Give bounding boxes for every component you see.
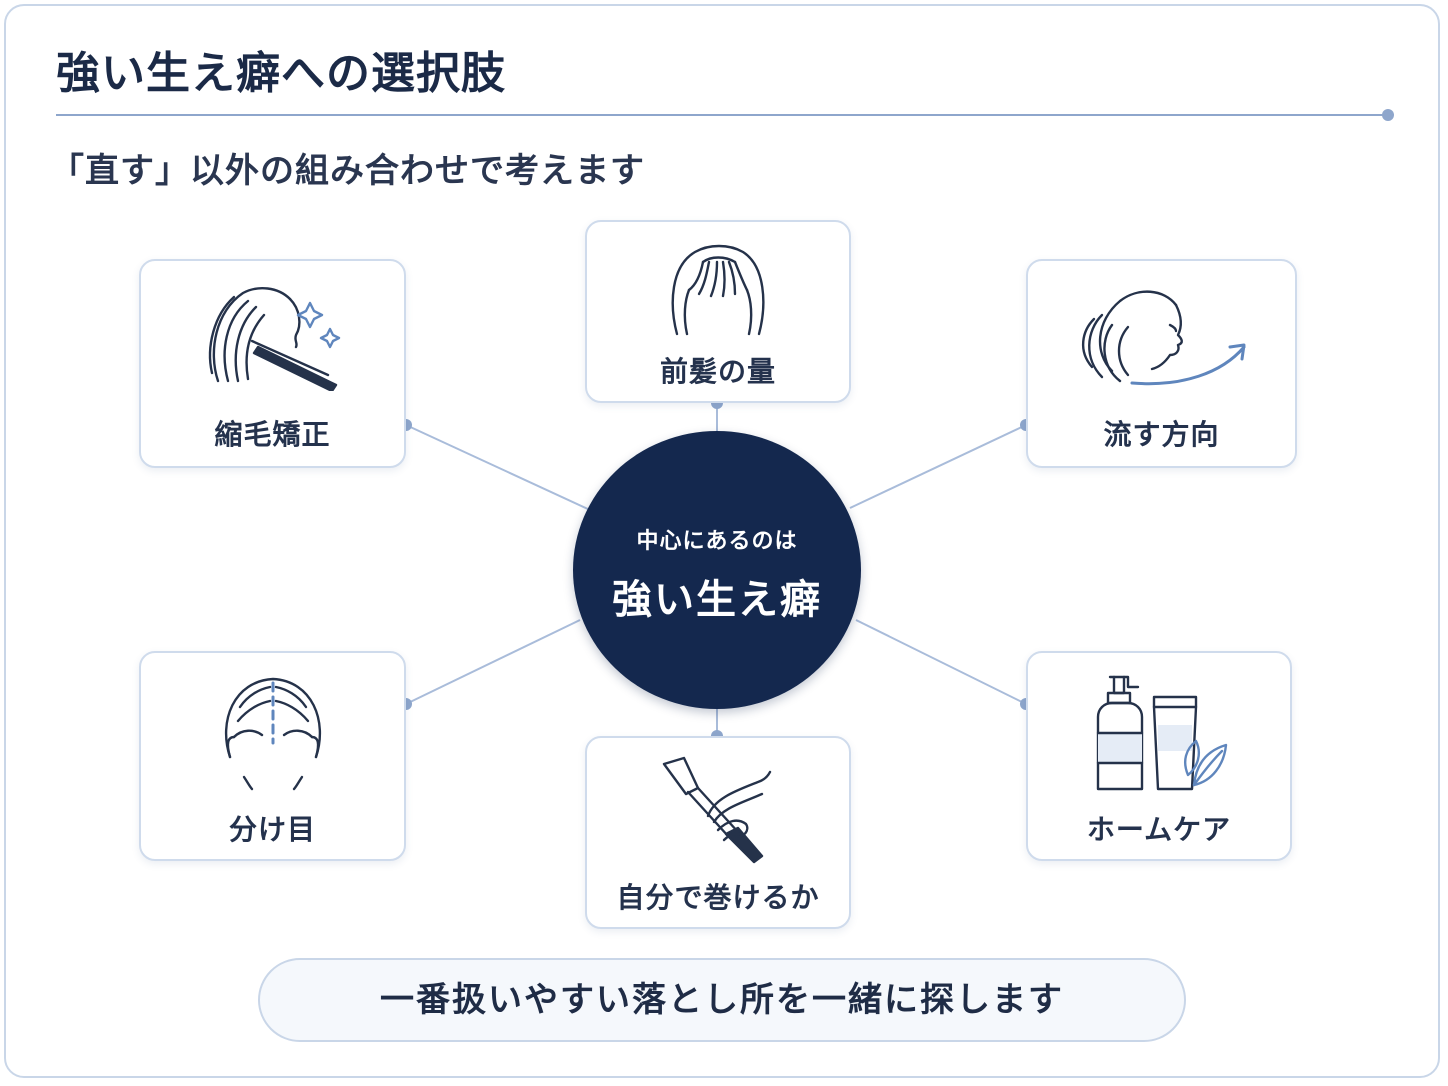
option-card-straightening: 縮毛矯正	[139, 259, 406, 468]
curling-iron-icon	[587, 754, 849, 866]
title-underline-dot	[1382, 109, 1394, 121]
connector-straightening	[405, 424, 591, 511]
option-card-flow: 流す方向	[1026, 259, 1297, 468]
option-card-curl: 自分で巻けるか	[585, 736, 851, 929]
central-hub: 中心にあるのは 強い生え癖	[573, 431, 861, 709]
hair-flow-direction-icon	[1028, 281, 1295, 391]
page-subtitle: 「直す」以外の組み合わせで考えます	[50, 151, 645, 191]
flat-iron-hair-icon	[141, 281, 404, 391]
option-card-part: 分け目	[139, 651, 406, 861]
bangs-hair-icon	[587, 244, 849, 336]
option-label-part: 分け目	[228, 813, 316, 846]
option-label-homecare: ホームケア	[1086, 813, 1232, 846]
footer-message: 一番扱いやすい落とし所を一緒に探します	[258, 958, 1186, 1042]
hub-title: 強い生え癖	[612, 577, 822, 623]
option-label-flow: 流す方向	[1103, 418, 1220, 451]
connector-flow	[849, 424, 1027, 509]
hair-care-bottles-icon	[1028, 673, 1290, 797]
title-underline	[56, 114, 1386, 116]
page-title: 強い生え癖への選択肢	[56, 48, 506, 99]
option-label-bangs: 前髪の量	[659, 355, 776, 388]
connector-part	[405, 619, 581, 705]
hub-subtitle: 中心にあるのは	[636, 529, 798, 554]
option-card-bangs: 前髪の量	[585, 220, 851, 403]
option-label-straightening: 縮毛矯正	[214, 418, 331, 451]
connector-homecare	[855, 619, 1027, 705]
option-label-curl: 自分で巻けるか	[616, 881, 820, 914]
hair-part-icon	[141, 673, 404, 793]
option-card-homecare: ホームケア	[1026, 651, 1292, 861]
